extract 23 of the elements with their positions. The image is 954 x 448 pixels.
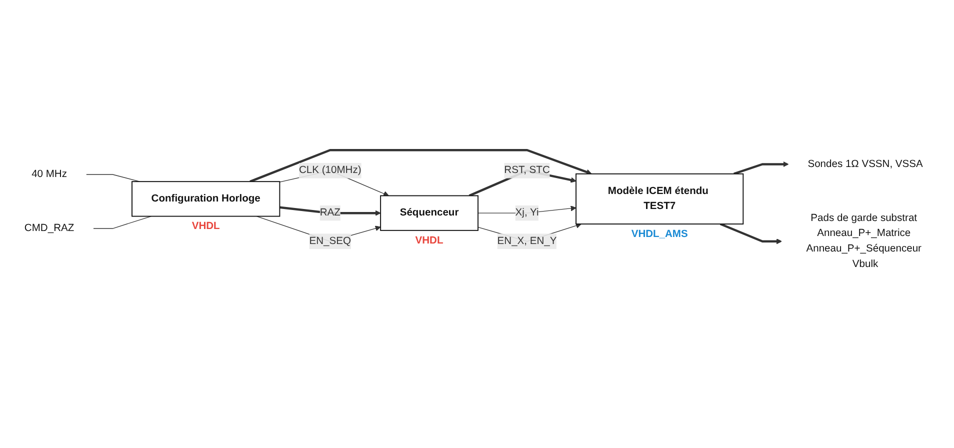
node-text: Pads de garde substrat Anneau_P+_Matrice Anneau_P+_Séquenceur Vbulk: [806, 212, 922, 270]
edge-label: RST, STC: [504, 164, 550, 176]
arrow: [478, 206, 576, 214]
node-box: Séquenceur: [380, 195, 478, 231]
connector: [86, 174, 140, 182]
model-language-label: VHDL: [415, 235, 444, 246]
node-text: Sondes 1Ω VSSN, VSSA: [808, 158, 923, 170]
model-language-label: VHDL_AMS: [631, 228, 688, 240]
model-language-label: VHDL: [192, 221, 220, 232]
node-box: Configuration Horloge: [132, 181, 280, 217]
edge-label: CLK (10MHz): [298, 164, 362, 176]
edge-label: RAZ: [320, 207, 340, 218]
edge-label: EN_SEQ: [309, 236, 351, 246]
arrow: [734, 161, 789, 175]
node-text: CMD_RAZ: [24, 222, 74, 234]
arrow: [280, 206, 381, 216]
arrow: [250, 148, 592, 183]
connector: [93, 216, 152, 229]
arrow: [720, 222, 782, 244]
node-box: Modèle ICEM étendu TEST7: [576, 173, 744, 224]
node-text: 40 MHz: [32, 168, 68, 180]
edge-label: EN_X, EN_Y: [497, 236, 557, 246]
edge-label: Xj, Yi: [515, 207, 539, 218]
